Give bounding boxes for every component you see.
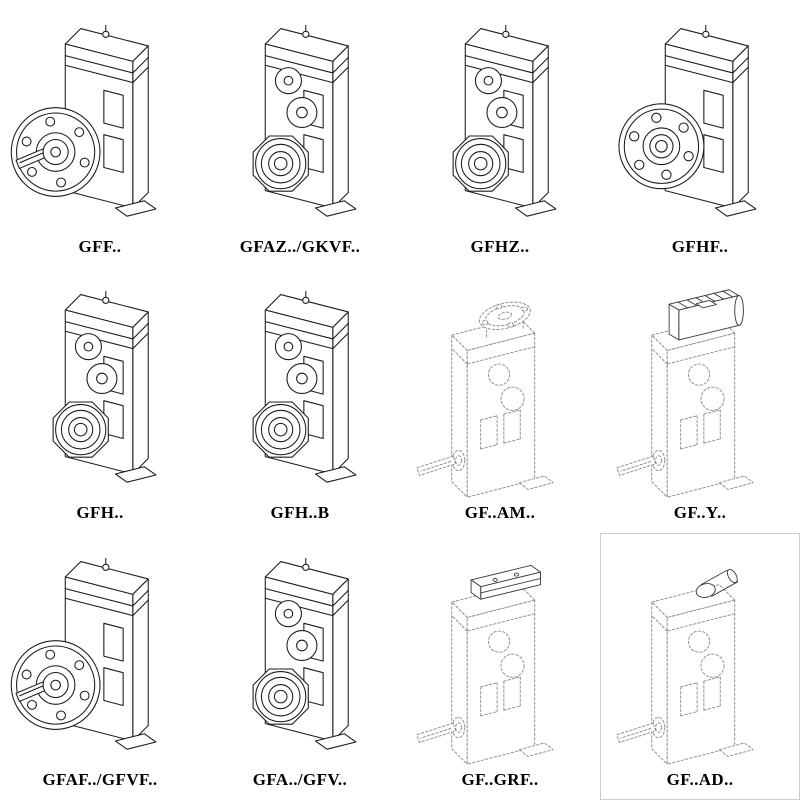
catalog-cell: GF..AD..: [600, 533, 800, 800]
gearbox-technical-drawing: [602, 283, 798, 501]
catalog-cell: GFHZ..: [400, 0, 600, 267]
gearbox-model-label: GFHZ..: [470, 236, 530, 256]
gearbox-model-label: GFAZ../GKVF..: [239, 236, 361, 256]
catalog-cell: GFH..: [0, 267, 200, 534]
catalog-cell: GF..GRF..: [400, 533, 600, 800]
gearbox-technical-drawing: [402, 17, 598, 235]
catalog-cell: GFAF../GFVF..: [0, 533, 200, 800]
gearbox-model-label: GF..AD..: [666, 769, 734, 789]
catalog-cell: GF..Y..: [600, 267, 800, 534]
gearbox-technical-drawing: [402, 550, 598, 768]
gearbox-technical-drawing: [202, 550, 398, 768]
gearbox-technical-drawing: [602, 550, 798, 768]
gearbox-technical-drawing: [2, 550, 198, 768]
catalog-cell: GFA../GFV..: [200, 533, 400, 800]
gearbox-technical-drawing: [2, 17, 198, 235]
gearbox-model-label: GFH..B: [270, 503, 330, 523]
gearbox-model-label: GFAF../GFVF..: [42, 769, 158, 789]
gearbox-model-label: GFH..: [76, 503, 124, 523]
gearbox-technical-drawing: [202, 283, 398, 501]
catalog-cell: GFF..: [0, 0, 200, 267]
catalog-cell: GF..AM..: [400, 267, 600, 534]
gearbox-model-label: GF..AM..: [464, 503, 536, 523]
gearbox-model-label: GF..Y..: [673, 503, 727, 523]
gearbox-technical-drawing: [402, 283, 598, 501]
gearbox-model-label: GFA../GFV..: [252, 769, 348, 789]
gearbox-model-label: GFF..: [78, 236, 122, 256]
gearbox-technical-drawing: [2, 283, 198, 501]
gearbox-technical-drawing: [202, 17, 398, 235]
catalog-cell: GFH..B: [200, 267, 400, 534]
catalog-cell: GFHF..: [600, 0, 800, 267]
catalog-cell: GFAZ../GKVF..: [200, 0, 400, 267]
gearbox-model-label: GF..GRF..: [461, 769, 539, 789]
gearbox-model-label: GFHF..: [671, 236, 729, 256]
gearbox-technical-drawing: [602, 17, 798, 235]
